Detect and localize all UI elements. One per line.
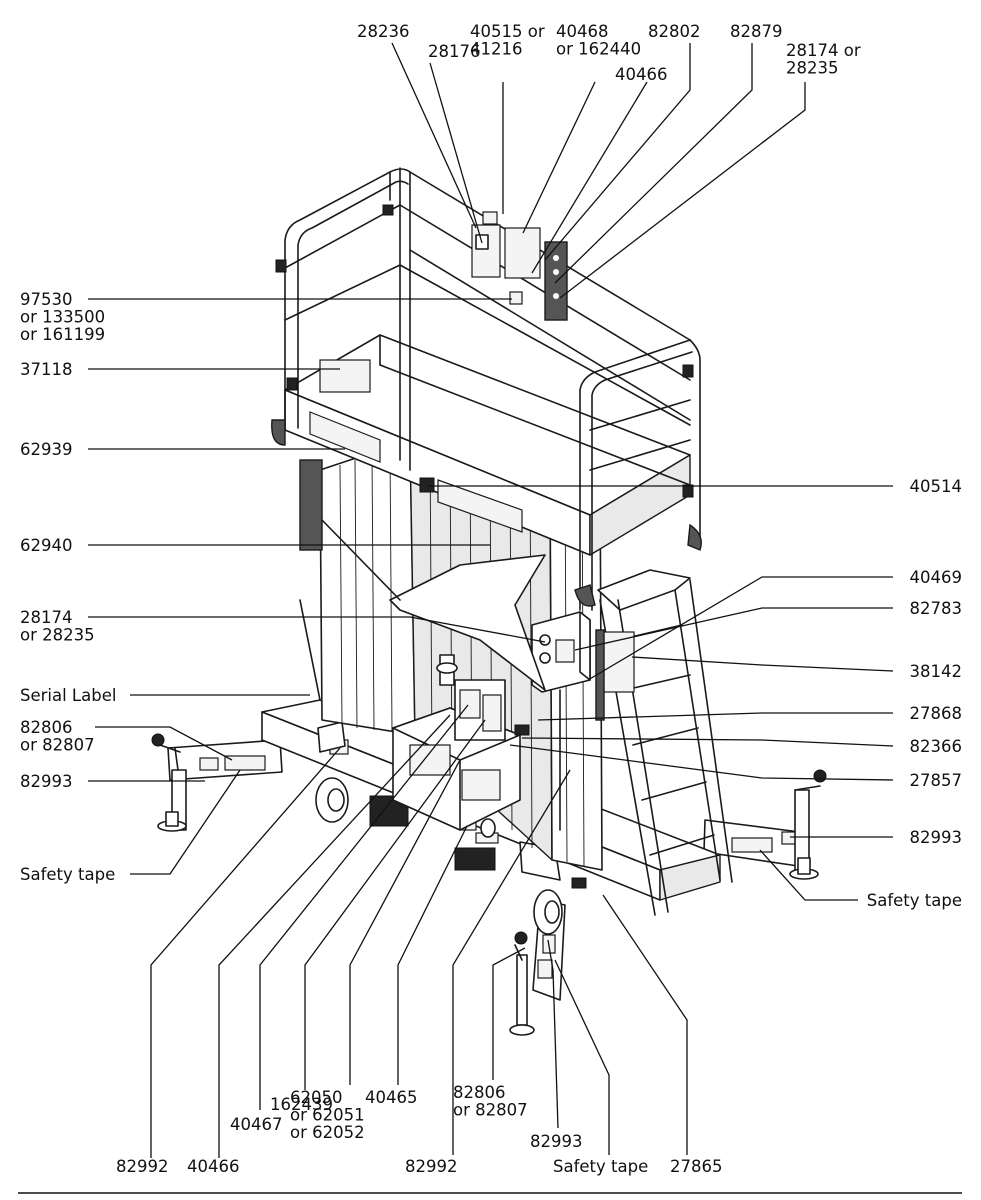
callout-line: 82879: [730, 22, 783, 41]
callout-top-t5: 40466: [615, 65, 668, 84]
callout-line: 28174: [20, 608, 73, 627]
callout-right-r9: Safety tape: [867, 891, 962, 910]
outrigger-right: [703, 769, 827, 880]
callout-bottom-b9: 82993: [530, 1132, 583, 1151]
power-unit: [392, 679, 530, 838]
rear-rail-decals: [471, 211, 568, 321]
callout-line: or 133500: [20, 308, 105, 327]
callout-line: or 162440: [556, 40, 641, 59]
ladder: [595, 569, 733, 916]
callout-right-r7: 27857: [910, 771, 963, 790]
callout-line: 28176: [428, 42, 481, 61]
callout-line: or 62051: [290, 1106, 365, 1125]
callout-line: 28236: [357, 22, 410, 41]
callout-line: 82993: [530, 1132, 583, 1151]
callout-line: 28174 or: [786, 41, 861, 60]
callout-bottom-b11: 27865: [670, 1157, 723, 1176]
callout-line: 82806: [20, 718, 73, 737]
callout-left-l6: Serial Label: [20, 686, 116, 705]
callout-line: or 62052: [290, 1123, 365, 1142]
callout-top-t1: 28236: [357, 22, 410, 41]
callout-line: 82992: [405, 1157, 458, 1176]
outrigger-left: [151, 733, 283, 832]
callout-bottom-b7: 82992: [405, 1157, 458, 1176]
callout-line: 27868: [910, 704, 963, 723]
leader-lines: [88, 42, 894, 1158]
callout-line: 62939: [20, 440, 73, 459]
callout-line: 40467: [230, 1115, 283, 1134]
callout-line: 40466: [187, 1157, 240, 1176]
callout-line: 82806: [453, 1083, 506, 1102]
callout-left-l2: 37118: [20, 360, 73, 379]
callout-line: 82783: [910, 599, 963, 618]
callout-line: 40468: [556, 22, 609, 41]
callout-bottom-b6: 40465: [365, 1088, 418, 1107]
callout-left-l3: 62939: [20, 440, 73, 459]
callout-line: 62050: [290, 1088, 343, 1107]
callout-line: 37118: [20, 360, 73, 379]
callout-right-r2: 40469: [910, 568, 963, 587]
callout-line: or 161199: [20, 325, 105, 344]
callout-line: 41216: [470, 40, 523, 59]
callout-top-t7: 82879: [730, 22, 783, 41]
callout-line: 82993: [910, 828, 963, 847]
callout-bottom-b3: 40467: [230, 1115, 283, 1134]
callout-line: 40515 or: [470, 22, 545, 41]
lift-machine-drawing: [151, 167, 827, 1036]
callout-line: 38142: [910, 662, 963, 681]
callout-line: or 82807: [20, 736, 95, 755]
callout-line: 40469: [910, 568, 963, 587]
callout-line: 28235: [786, 59, 839, 78]
callout-top-t2: 28176: [428, 42, 481, 61]
callout-bottom-b1: 82992: [116, 1157, 169, 1176]
controller-box: [531, 611, 591, 831]
callout-line: 82992: [116, 1157, 169, 1176]
callout-line: 40514: [910, 477, 963, 496]
callout-line: 40466: [615, 65, 668, 84]
callout-line: 97530: [20, 290, 73, 309]
callout-line: 82802: [648, 22, 701, 41]
callout-bottom-b4: 162439: [270, 1095, 333, 1114]
callout-line: 82366: [910, 737, 963, 756]
callout-line: 27857: [910, 771, 963, 790]
callout-right-r1: 40514: [910, 477, 963, 496]
callout-right-r5: 27868: [910, 704, 963, 723]
callout-bottom-b2: 40466: [187, 1157, 240, 1176]
callout-line: 82993: [20, 772, 73, 791]
callout-right-r4: 38142: [910, 662, 963, 681]
callout-line: Safety tape: [867, 891, 962, 910]
callout-line: 162439: [270, 1095, 333, 1114]
callout-line: Safety tape: [20, 865, 115, 884]
callout-left-l9: Safety tape: [20, 865, 115, 884]
callout-line: or 28235: [20, 626, 95, 645]
callout-right-r6: 82366: [910, 737, 963, 756]
platform: [284, 334, 691, 556]
callout-right-r8: 82993: [910, 828, 963, 847]
callout-right-r3: 82783: [910, 599, 963, 618]
callout-left-l8: 82993: [20, 772, 73, 791]
callout-line: 62940: [20, 536, 73, 555]
callout-line: or 82807: [453, 1101, 528, 1120]
callout-line: 40465: [365, 1088, 418, 1107]
guardrails: [271, 167, 702, 611]
callout-bottom-b10: Safety tape: [553, 1157, 648, 1176]
caster-wheels: [315, 777, 563, 935]
callout-left-l4: 62940: [20, 536, 73, 555]
callout-line: Serial Label: [20, 686, 116, 705]
callout-line: 27865: [670, 1157, 723, 1176]
callout-top-t6: 82802: [648, 22, 701, 41]
callout-line: Safety tape: [553, 1157, 648, 1176]
